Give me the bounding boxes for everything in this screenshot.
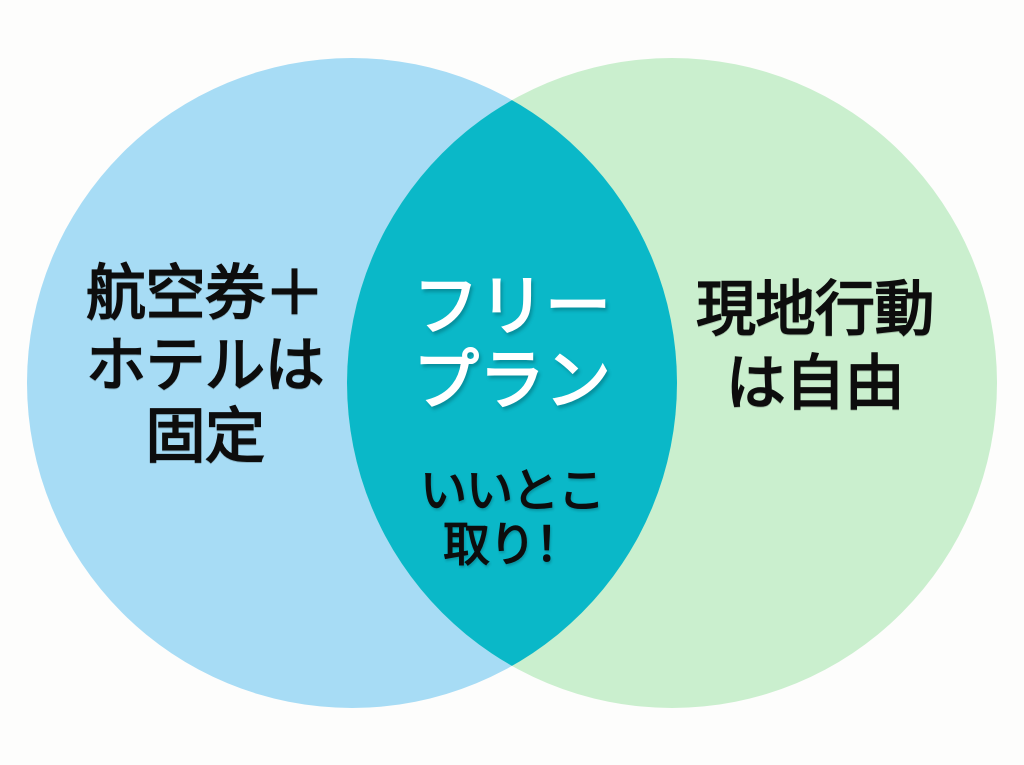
intersection-lens <box>347 58 677 708</box>
right-set-label-line-1: 現地行動 <box>696 276 935 343</box>
intersection-headline: フリー プラン <box>382 269 642 420</box>
intersection-subtext: いいとこ 取り！ <box>392 466 632 574</box>
left-set-label-line-3: 固定 <box>145 403 266 471</box>
intersection-headline-line-2: プラン <box>413 342 611 417</box>
intersection-subtext-line-2: 取り！ <box>443 517 582 571</box>
left-set-label-line-2: ホテルは <box>86 331 325 399</box>
left-set-label-line-1: 航空券＋ <box>86 260 325 327</box>
right-set-label: 現地行動 は自由 <box>660 278 970 425</box>
left-set-label: 航空券＋ ホテルは 固定 <box>40 262 370 477</box>
intersection-subtext-line-1: いいとこ <box>420 464 605 517</box>
intersection-headline-line-1: フリー <box>413 269 611 343</box>
right-set-label-line-2: は自由 <box>725 349 905 417</box>
